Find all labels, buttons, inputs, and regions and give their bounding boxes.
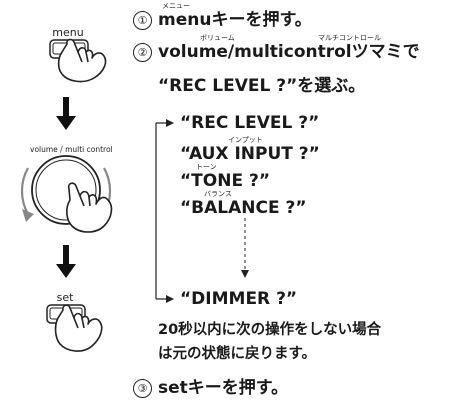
option-aux-input: “AUX INPUT ?” xyxy=(180,144,320,164)
step-3: ③ setキーを押す。 xyxy=(133,378,288,398)
aux-input-ruby: インプット xyxy=(228,136,263,144)
hand-on-set-icon xyxy=(54,304,103,352)
note-line-2: は元の状態に戻ります。 xyxy=(158,346,317,362)
menu-button-label: menu xyxy=(52,26,84,39)
option-rec-level: “REC LEVEL ?” xyxy=(180,113,320,133)
volume-ruby: ボリューム xyxy=(200,34,235,42)
step-1-number: ① xyxy=(133,11,152,30)
step-3-number: ③ xyxy=(133,379,152,398)
multicontrol-ruby: マルチコントロール xyxy=(318,34,381,42)
option-bracket xyxy=(155,122,166,300)
step-2-continuation: “REC LEVEL ?”を選ぶ。 xyxy=(158,76,366,96)
hand-on-knob-icon xyxy=(66,182,113,233)
step-1: ① menuキーを押す。 xyxy=(133,10,312,30)
step-2-text: volume/multicontrolツマミで xyxy=(158,42,420,62)
bracket-arrowheads-icon xyxy=(166,119,174,303)
menu-ruby: メニュー xyxy=(162,2,190,10)
set-button-label: set xyxy=(56,291,74,304)
knob-label: volume / multi control xyxy=(30,145,113,154)
option-dimmer: “DIMMER ?” xyxy=(180,289,298,309)
option-balance: “BALANCE ?” xyxy=(180,198,307,218)
option-tone: “TONE ?” xyxy=(180,171,271,191)
down-arrow-icon xyxy=(56,97,76,130)
step-1-text: menuキーを押す。 xyxy=(158,10,312,30)
hand-icon xyxy=(57,38,107,83)
step-2-number: ② xyxy=(133,43,152,62)
balance-ruby: バランス xyxy=(204,190,232,198)
down-arrow-icon xyxy=(56,245,76,278)
dashed-arrow-icon xyxy=(241,218,249,278)
note-line-1: 20秒以内に次の操作をしない場合 xyxy=(158,322,382,338)
step-3-text: setキーを押す。 xyxy=(158,378,289,398)
tone-ruby: トーン xyxy=(196,163,217,171)
step-2: ② volume/multicontrolツマミで xyxy=(133,42,420,62)
